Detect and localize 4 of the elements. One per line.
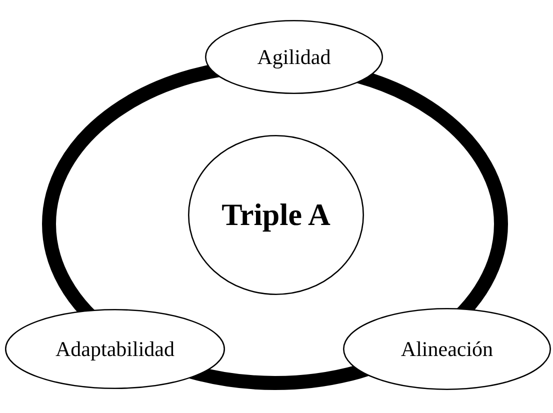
node-label: Triple A bbox=[222, 197, 330, 233]
node-label: Alineación bbox=[400, 336, 494, 362]
node-label: Agilidad bbox=[257, 44, 331, 70]
node-label: Adaptabilidad bbox=[56, 336, 174, 362]
